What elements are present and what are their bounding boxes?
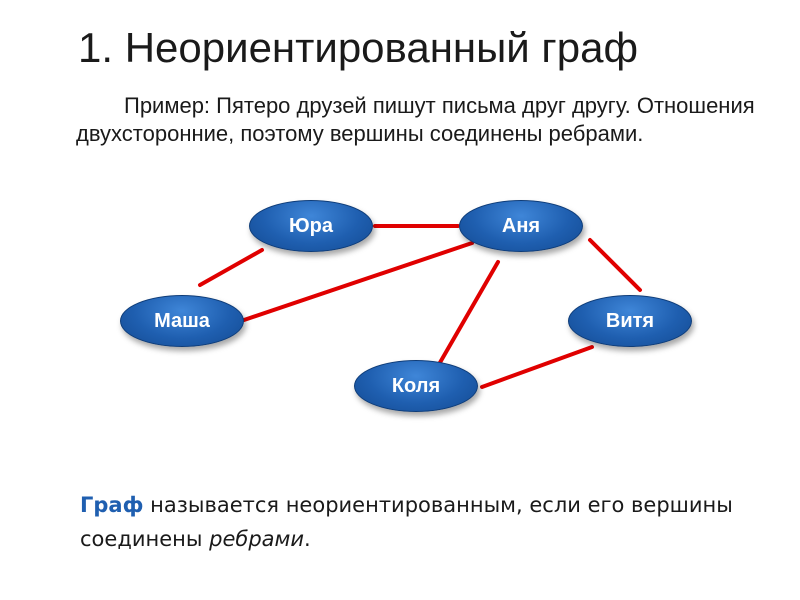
definition-term: Граф xyxy=(80,493,144,517)
intro-paragraph: Пример: Пятеро друзей пишут письма друг … xyxy=(76,92,756,148)
edge-masha-anya xyxy=(242,241,474,322)
graph-node-kolya: Коля xyxy=(354,360,478,412)
graph-node-vitya: Витя xyxy=(568,295,692,347)
definition-text: Граф называется неориентированным, если … xyxy=(80,488,740,556)
definition-end: . xyxy=(304,527,311,551)
edge-anya-kolya xyxy=(436,260,500,368)
graph-node-masha: Маша xyxy=(120,295,244,347)
intro-text: Пример: Пятеро друзей пишут письма друг … xyxy=(76,93,755,146)
graph-node-anya: Аня xyxy=(459,200,583,252)
graph-node-yura: Юра xyxy=(249,200,373,252)
slide-title: 1. Неориентированный граф xyxy=(78,24,639,71)
edge-kolya-vitya xyxy=(480,345,594,389)
edge-yura-masha xyxy=(198,248,264,287)
definition-emphasis: ребрами xyxy=(209,527,305,551)
edge-anya-vitya xyxy=(588,238,642,292)
definition-body: называется неориентированным, если его в… xyxy=(80,493,733,551)
